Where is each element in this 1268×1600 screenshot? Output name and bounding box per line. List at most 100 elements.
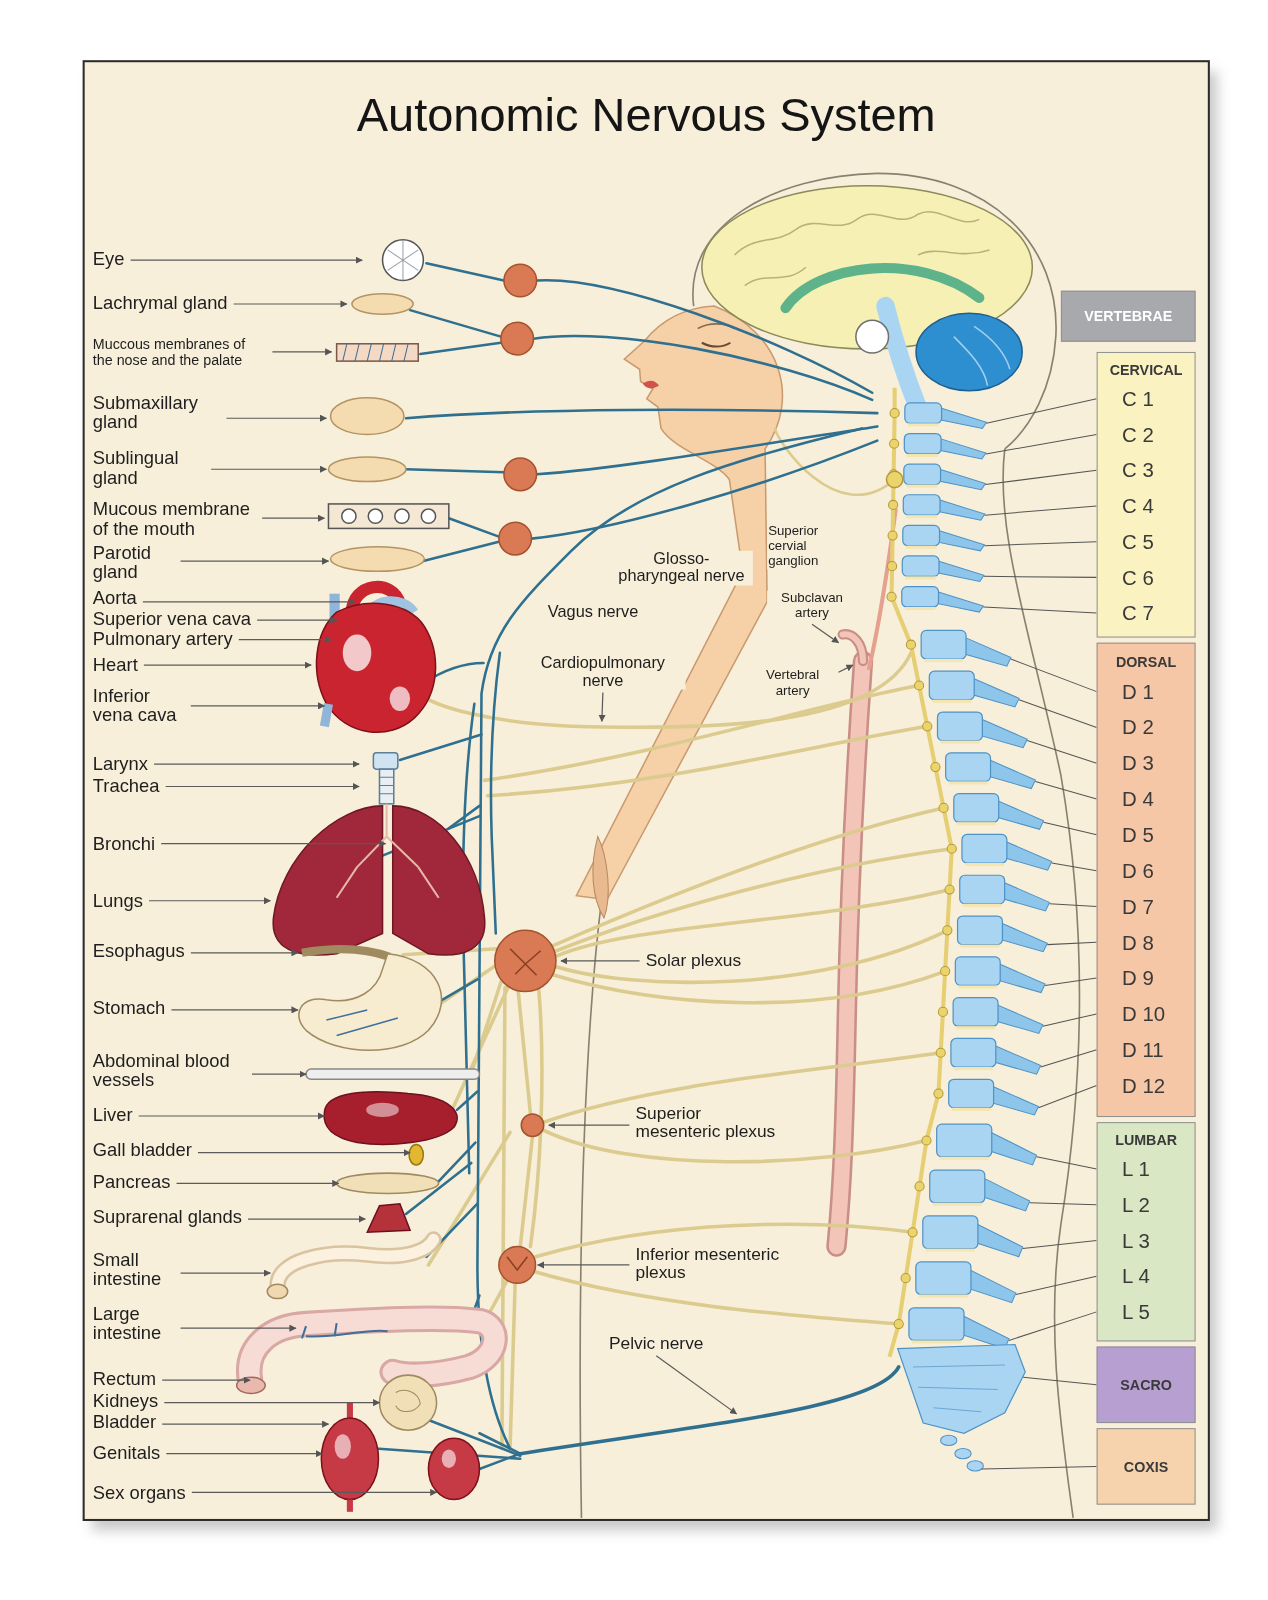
organs xyxy=(306,1069,479,1079)
parasympathetic-nerves xyxy=(400,734,482,760)
chain-ganglion xyxy=(890,439,899,448)
vertebra-body xyxy=(921,630,966,659)
organ-label: Rectum xyxy=(92,1370,157,1389)
organs xyxy=(267,1284,287,1298)
spinous-process xyxy=(967,1268,1016,1302)
vertebra-body xyxy=(904,434,941,454)
parasympathetic-nerves xyxy=(457,1092,477,1110)
arteries xyxy=(843,634,863,661)
organs xyxy=(390,687,410,711)
spinous-process xyxy=(934,591,983,612)
spinous-process xyxy=(974,1223,1023,1257)
spinous-process xyxy=(996,963,1045,993)
sympathetic-nerves xyxy=(551,808,944,947)
leader-line xyxy=(561,960,640,961)
organs xyxy=(299,954,442,1050)
chain-ganglion xyxy=(888,531,897,540)
leader-line xyxy=(143,601,355,602)
band-heading: LUMBAR xyxy=(1098,1131,1195,1147)
leader-line xyxy=(538,1264,630,1265)
vertebra-body xyxy=(953,998,998,1027)
leader-line xyxy=(239,639,332,640)
intervertebral-disc xyxy=(926,1249,975,1252)
organs xyxy=(442,1450,456,1468)
brain xyxy=(856,320,889,353)
leader-line xyxy=(144,665,311,666)
vertebra-body xyxy=(955,957,1000,986)
intervertebral-disc xyxy=(907,485,938,488)
organs xyxy=(343,344,408,361)
spinous-process xyxy=(960,1314,1009,1348)
chain-ganglion xyxy=(887,592,896,601)
leader-line xyxy=(166,786,359,787)
organ-label: Esophagus xyxy=(92,942,186,961)
intervertebral-disc xyxy=(932,700,971,703)
vertebra-leader xyxy=(1023,1240,1097,1248)
frame xyxy=(84,61,1209,1520)
intervertebral-disc xyxy=(907,454,938,457)
nerve-label: Pelvic nerve xyxy=(608,1334,705,1352)
vertebra-label: C 2 xyxy=(1122,423,1154,445)
organs xyxy=(277,1239,433,1287)
chain-ganglion xyxy=(936,1048,945,1057)
sympathetic-nerves xyxy=(518,992,530,1114)
parasympathetic-nerves xyxy=(449,518,499,536)
organs xyxy=(328,504,448,528)
vertebra-body xyxy=(916,1262,971,1295)
leader-line xyxy=(171,1009,297,1010)
organs xyxy=(321,1418,378,1500)
organs xyxy=(326,1010,397,1036)
organ-label: Submaxillary gland xyxy=(92,394,222,433)
organs xyxy=(277,1239,433,1287)
organs xyxy=(337,804,439,898)
vertebra-leader xyxy=(1050,904,1097,907)
leader-line xyxy=(139,1115,325,1116)
leader-line xyxy=(177,1183,339,1184)
organs xyxy=(324,1092,457,1145)
chain-ganglion xyxy=(889,500,898,509)
band-heading: CERVICAL xyxy=(1098,362,1195,378)
vertebra-body xyxy=(909,1308,964,1341)
vertebra-label: D 5 xyxy=(1122,824,1154,846)
vertebra-leader xyxy=(984,542,1096,546)
leader-line xyxy=(191,952,298,953)
organ-label: Lachrymal gland xyxy=(92,294,229,313)
parasympathetic-nerves xyxy=(410,310,501,337)
frame xyxy=(84,61,1217,1530)
leader-line xyxy=(812,624,839,642)
coccyx xyxy=(967,1461,983,1471)
intervertebral-disc xyxy=(905,576,936,579)
sympathetic-nerves xyxy=(551,971,946,1003)
brain xyxy=(702,186,1033,408)
skin xyxy=(593,836,608,918)
organs xyxy=(379,769,393,804)
leader-line xyxy=(161,843,385,844)
vertebrae-header: VERTEBRAE xyxy=(1061,291,1196,342)
vertebra-body xyxy=(946,753,991,782)
sympathetic-nerves xyxy=(403,428,952,1448)
intervertebral-disc xyxy=(949,781,988,784)
chain-ganglion xyxy=(939,803,948,812)
arteries xyxy=(843,634,863,661)
chain-ganglion xyxy=(922,1136,931,1145)
parasympathetic-nerves xyxy=(491,653,500,934)
intervertebral-disc xyxy=(952,1108,991,1111)
nerve-label: Subclavan artery xyxy=(767,591,857,621)
parasympathetic-nerves xyxy=(534,336,873,400)
nerve-label: Superior cervial ganglion xyxy=(767,523,834,569)
organ-label: Stomach xyxy=(92,999,167,1018)
vertebra-label: L 2 xyxy=(1122,1194,1150,1216)
dorsal-band: DORSALD 1D 2D 3D 4D 5D 6D 7D 8D 9D 10D 1… xyxy=(1097,643,1196,1117)
ganglia xyxy=(499,522,532,555)
leader-lines xyxy=(131,260,1097,1492)
band-heading: DORSAL xyxy=(1098,654,1195,670)
organ-label: Lungs xyxy=(92,892,144,911)
nerve-label: Cardiopulmonary nerve xyxy=(520,655,685,690)
parasympathetic-nerves xyxy=(477,428,862,1448)
vertebra-body xyxy=(937,1124,992,1157)
leader-line xyxy=(656,1356,736,1414)
poster-title: Autonomic Nervous System xyxy=(84,88,1209,142)
leader-line xyxy=(248,1218,365,1219)
organ-label: Small intestine xyxy=(92,1251,176,1290)
